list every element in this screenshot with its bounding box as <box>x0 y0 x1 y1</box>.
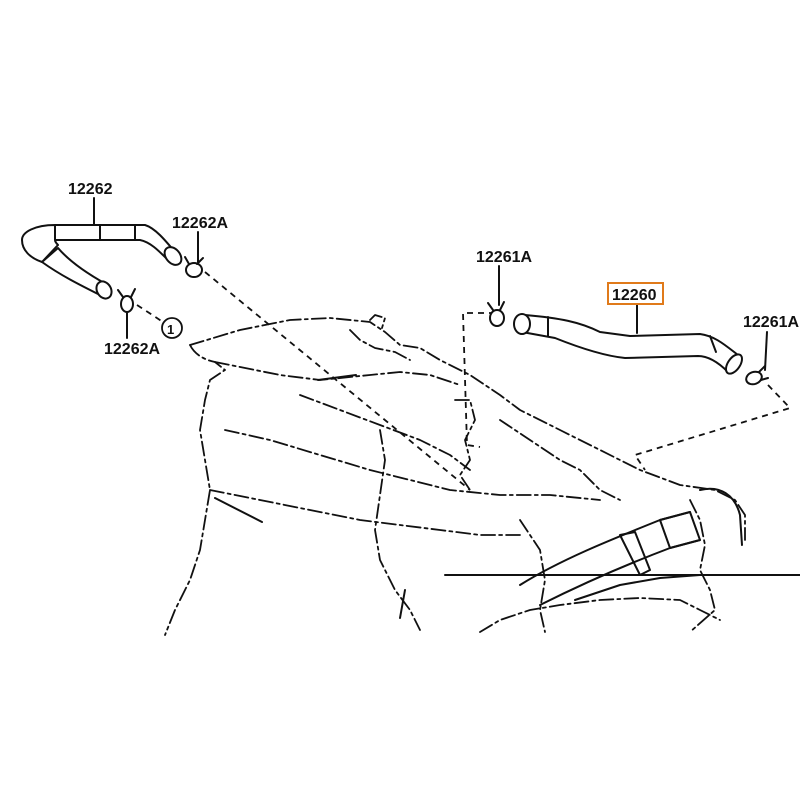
part-label-12262A-upper: 12262A <box>172 215 228 232</box>
part-label-12261A-center: 12261A <box>476 249 532 266</box>
part-label-12260: 12260 <box>612 287 657 304</box>
part-label-12262A-lower: 12262A <box>104 341 160 358</box>
highlight-box <box>607 282 664 305</box>
callout-leaders <box>93 197 768 371</box>
hose-12260 <box>513 313 743 375</box>
reference-marker-number: 1 <box>167 322 174 337</box>
part-label-12261A-right: 12261A <box>743 314 799 331</box>
clamp-icon <box>184 256 204 278</box>
intake-tubes <box>519 487 743 606</box>
hose-12262 <box>21 224 183 300</box>
clamp-icon <box>117 288 136 313</box>
reference-marker: 1 <box>161 317 183 339</box>
position-lines <box>136 271 792 491</box>
engine-outline <box>164 314 800 636</box>
clamp-icon <box>487 301 505 327</box>
part-label-12262: 12262 <box>68 181 113 198</box>
clamp-icon <box>745 365 769 386</box>
